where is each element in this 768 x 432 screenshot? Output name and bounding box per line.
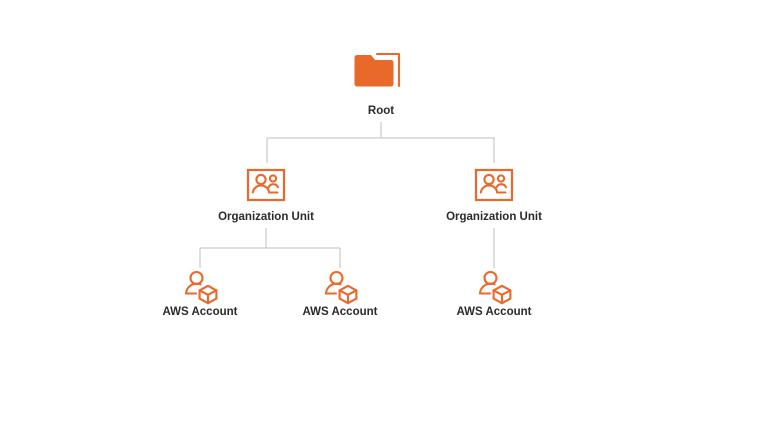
aws-account-icon [324, 270, 358, 305]
node-aws-account-3[interactable]: AWS Account [457, 270, 532, 318]
node-organization-unit-2[interactable]: Organization Unit [446, 168, 542, 223]
organization-unit-icon [474, 168, 514, 202]
aws-account-icon [184, 270, 218, 305]
node-root[interactable]: Root [354, 52, 401, 117]
organization-unit-icon [246, 168, 286, 202]
root-label: Root [368, 105, 394, 117]
node-aws-account-1[interactable]: AWS Account [163, 270, 238, 318]
aws-account-1-label: AWS Account [163, 306, 238, 318]
node-organization-unit-1[interactable]: Organization Unit [218, 168, 314, 223]
aws-account-2-label: AWS Account [303, 306, 378, 318]
connector-group [199, 122, 495, 268]
organization-unit-2-label: Organization Unit [446, 211, 542, 223]
organization-unit-1-label: Organization Unit [218, 211, 314, 223]
aws-account-icon [478, 270, 512, 305]
aws-account-3-label: AWS Account [457, 306, 532, 318]
node-aws-account-2[interactable]: AWS Account [303, 270, 378, 318]
folder-icon [354, 52, 401, 88]
